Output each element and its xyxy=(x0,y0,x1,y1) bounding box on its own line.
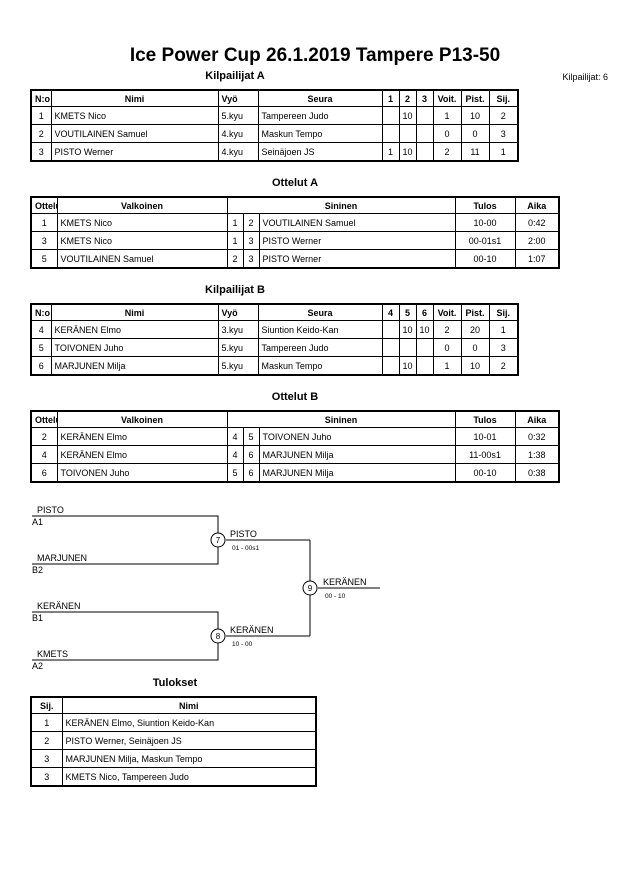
page-title: Ice Power Cup 26.1.2019 Tampere P13-50 xyxy=(129,45,501,66)
cell: MARJUNEN Milja xyxy=(50,356,219,376)
entrant-seed: A2 xyxy=(32,661,43,671)
cell: MARJUNEN Milja xyxy=(258,463,456,483)
cell: 11-00s1 xyxy=(454,445,516,464)
table-row: 3 KMETS Nico, Tampereen Judo xyxy=(30,767,317,787)
cell: 3 xyxy=(30,142,52,162)
entrant-seed: A1 xyxy=(32,517,43,527)
table-row: 4 KERÄNEN Elmo 3.kyu Siuntion Keido-Kan … xyxy=(30,320,519,339)
cell: 3 xyxy=(30,749,63,768)
table-row: 3 MARJUNEN Milja, Maskun Tempo xyxy=(30,749,317,768)
results-table: Sij. Nimi 1 KERÄNEN Elmo, Siuntion Keido… xyxy=(30,696,317,787)
cell: Seinäjoen JS xyxy=(257,142,383,162)
cell: 3 xyxy=(30,767,63,787)
col-header: Nimi xyxy=(61,696,317,714)
cell: 3 xyxy=(30,231,58,250)
table-row: 4 KERÄNEN Elmo 4 6 MARJUNEN Milja 11-00s… xyxy=(30,445,560,464)
entrant-name: MARJUNEN xyxy=(37,553,87,563)
final-score: 00 - 10 xyxy=(325,593,346,600)
match-9-number: 9 xyxy=(308,584,313,593)
table-row: 3 KMETS Nico 1 3 PISTO Werner 00-01s1 2:… xyxy=(30,231,560,250)
matches-a-title: Ottelut A xyxy=(271,177,319,189)
table-row: 2 VOUTILAINEN Samuel 4.kyu Maskun Tempo … xyxy=(30,124,519,143)
entrant-seed: B2 xyxy=(32,565,43,575)
cell: VOUTILAINEN Samuel xyxy=(50,124,219,143)
table-row: 1 KMETS Nico 5.kyu Tampereen Judo 10 1 1… xyxy=(30,106,519,125)
matches-b-title: Ottelut B xyxy=(271,391,319,403)
table-row: 1 KMETS Nico 1 2 VOUTILAINEN Samuel 10-0… xyxy=(30,213,560,232)
cell: 1:07 xyxy=(514,249,560,269)
table-row: 6 TOIVONEN Juho 5 6 MARJUNEN Milja 00-10… xyxy=(30,463,560,483)
pool-a-table: N:o Nimi Vyö Seura 1 2 3 Voit. Pist. Sij… xyxy=(30,89,519,162)
table-row: 5 TOIVONEN Juho 5.kyu Tampereen Judo 0 0… xyxy=(30,338,519,357)
entrant-name: KERÄNEN xyxy=(37,601,81,611)
table-row: 2 KERÄNEN Elmo 4 5 TOIVONEN Juho 10-01 0… xyxy=(30,427,560,446)
cell: PISTO Werner xyxy=(50,142,219,162)
match-8-number: 8 xyxy=(216,632,221,641)
cell: 2 xyxy=(488,356,519,376)
entrant-name: KMETS xyxy=(37,649,68,659)
cell: Maskun Tempo xyxy=(257,124,383,143)
table-row: 1 KERÄNEN Elmo, Siuntion Keido-Kan xyxy=(30,713,317,732)
cell: PISTO Werner, Seinäjoen JS xyxy=(61,731,317,750)
semi-1-score: 01 - 00s1 xyxy=(232,545,259,552)
semi-1-winner: PISTO xyxy=(230,529,257,539)
cell: 3 xyxy=(488,338,519,357)
col-header: Sij. xyxy=(30,696,63,714)
cell: 1 xyxy=(30,713,63,732)
match-7-marker xyxy=(210,532,226,548)
results-title: Tulokset xyxy=(152,677,198,689)
cell: 1:38 xyxy=(514,445,560,464)
pool-b-header-row: N:o Nimi Vyö Seura 4 5 6 Voit. Pist. Sij… xyxy=(30,303,519,321)
pool-b-title: Kilpailijat B xyxy=(205,284,265,296)
cell: 1 xyxy=(381,142,400,162)
pool-b-table: N:o Nimi Vyö Seura 4 5 6 Voit. Pist. Sij… xyxy=(30,303,519,376)
cell: KMETS Nico xyxy=(56,231,228,250)
matches-a-table: Ottelu Valkoinen Sininen Tulos Aika 1 KM… xyxy=(30,196,560,269)
table-row: 2 PISTO Werner, Seinäjoen JS xyxy=(30,731,317,750)
cell: 2:00 xyxy=(514,231,560,250)
final-winner: KERÄNEN xyxy=(323,577,367,587)
entrant-name: PISTO xyxy=(37,505,64,515)
table-row: 6 MARJUNEN Milja 5.kyu Maskun Tempo 10 1… xyxy=(30,356,519,376)
cell: KMETS Nico, Tampereen Judo xyxy=(61,767,317,787)
match-7-number: 7 xyxy=(216,536,221,545)
cell: PISTO Werner xyxy=(258,231,456,250)
cell: 5.kyu xyxy=(217,356,259,376)
semi-2-score: 10 - 00 xyxy=(232,641,253,648)
cell: 3 xyxy=(488,124,519,143)
table-row: 5 VOUTILAINEN Samuel 2 3 PISTO Werner 00… xyxy=(30,249,560,269)
results-header-row: Sij. Nimi xyxy=(30,696,317,714)
cell: MARJUNEN Milja xyxy=(258,445,456,464)
cell: KERÄNEN Elmo, Siuntion Keido-Kan xyxy=(61,713,317,732)
table-row: 3 PISTO Werner 4.kyu Seinäjoen JS 1 10 2… xyxy=(30,142,519,162)
match-8-marker xyxy=(210,628,226,644)
competitors-count: Kilpailijat: 6 xyxy=(562,72,608,82)
cell: TOIVONEN Juho xyxy=(50,338,219,357)
cell: 1 xyxy=(488,142,519,162)
cell: 0 xyxy=(432,338,462,357)
match-9-marker xyxy=(302,580,318,596)
cell: 0:38 xyxy=(514,463,560,483)
cell: 6 xyxy=(30,356,52,376)
cell: 2 xyxy=(30,731,63,750)
matches-b-table: Ottelu Valkoinen Sininen Tulos Aika 2 KE… xyxy=(30,410,560,483)
cell: 10 xyxy=(398,142,417,162)
pool-a-title: Kilpailijat A xyxy=(205,70,265,82)
semi-2-winner: KERÄNEN xyxy=(230,625,274,635)
cell: MARJUNEN Milja, Maskun Tempo xyxy=(61,749,317,768)
entrant-seed: B1 xyxy=(32,613,43,623)
